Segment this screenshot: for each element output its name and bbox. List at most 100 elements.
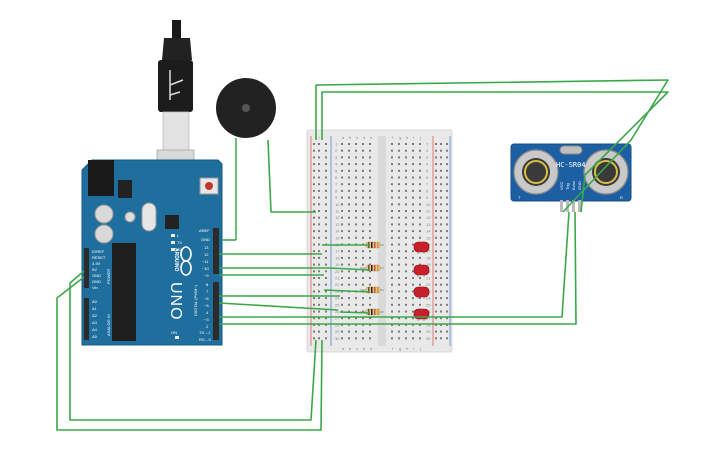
breadboard-hole[interactable]: [435, 156, 437, 159]
breadboard-hole[interactable]: [325, 236, 327, 239]
breadboard-hole[interactable]: [435, 277, 437, 279]
breadboard-hole[interactable]: [435, 290, 437, 293]
breadboard-hole[interactable]: [348, 216, 350, 219]
breadboard-hole[interactable]: [435, 303, 437, 306]
breadboard-hole[interactable]: [398, 250, 400, 253]
breadboard-hole[interactable]: [412, 290, 414, 293]
breadboard-hole[interactable]: [313, 317, 315, 320]
breadboard-hole[interactable]: [325, 189, 327, 192]
breadboard-hole[interactable]: [412, 230, 414, 233]
breadboard-hole[interactable]: [362, 297, 364, 300]
breadboard-hole[interactable]: [318, 210, 320, 212]
breadboard-hole[interactable]: [362, 303, 364, 306]
breadboard-hole[interactable]: [391, 263, 393, 266]
breadboard-hole[interactable]: [391, 250, 393, 253]
breadboard-hole[interactable]: [362, 230, 364, 233]
led[interactable]: [413, 264, 430, 277]
breadboard-hole[interactable]: [435, 297, 437, 300]
breadboard-hole[interactable]: [369, 297, 371, 300]
breadboard-hole[interactable]: [355, 189, 357, 192]
breadboard-hole[interactable]: [313, 176, 315, 179]
breadboard-hole[interactable]: [398, 156, 400, 159]
breadboard-hole[interactable]: [405, 250, 407, 253]
breadboard-hole[interactable]: [391, 156, 393, 159]
breadboard-hole[interactable]: [362, 183, 364, 186]
analog-header[interactable]: [84, 298, 89, 340]
breadboard-hole[interactable]: [412, 163, 414, 166]
breadboard-hole[interactable]: [325, 250, 327, 253]
breadboard-hole[interactable]: [391, 236, 393, 239]
breadboard-hole[interactable]: [313, 196, 315, 199]
breadboard-hole[interactable]: [325, 223, 327, 226]
breadboard-hole[interactable]: [446, 277, 448, 279]
breadboard-hole[interactable]: [318, 189, 320, 192]
breadboard-hole[interactable]: [412, 183, 414, 186]
breadboard-hole[interactable]: [318, 277, 320, 279]
breadboard-hole[interactable]: [325, 310, 327, 313]
breadboard-hole[interactable]: [440, 189, 442, 192]
breadboard-hole[interactable]: [419, 163, 421, 166]
breadboard-hole[interactable]: [412, 223, 414, 226]
breadboard-hole[interactable]: [325, 290, 327, 293]
breadboard-hole[interactable]: [435, 163, 437, 166]
breadboard-hole[interactable]: [355, 323, 357, 326]
breadboard-hole[interactable]: [440, 156, 442, 159]
breadboard-hole[interactable]: [446, 189, 448, 192]
breadboard-hole[interactable]: [369, 210, 371, 212]
breadboard-hole[interactable]: [419, 183, 421, 186]
wires[interactable]: [56, 79, 669, 431]
breadboard-hole[interactable]: [435, 236, 437, 239]
breadboard-hole[interactable]: [355, 203, 357, 206]
breadboard-hole[interactable]: [446, 330, 448, 333]
breadboard-hole[interactable]: [435, 176, 437, 179]
breadboard-hole[interactable]: [318, 143, 320, 145]
breadboard-hole[interactable]: [355, 143, 357, 145]
breadboard-hole[interactable]: [325, 337, 327, 340]
breadboard-hole[interactable]: [398, 223, 400, 226]
breadboard-hole[interactable]: [313, 203, 315, 206]
breadboard-hole[interactable]: [341, 176, 343, 179]
breadboard-hole[interactable]: [446, 310, 448, 313]
breadboard-hole[interactable]: [318, 243, 320, 246]
breadboard-hole[interactable]: [435, 317, 437, 320]
breadboard-hole[interactable]: [362, 223, 364, 226]
breadboard-hole[interactable]: [369, 283, 371, 286]
breadboard-hole[interactable]: [435, 243, 437, 246]
breadboard-hole[interactable]: [446, 156, 448, 159]
breadboard-hole[interactable]: [435, 310, 437, 313]
breadboard-hole[interactable]: [405, 149, 407, 152]
breadboard-hole[interactable]: [391, 310, 393, 313]
breadboard-hole[interactable]: [412, 277, 414, 279]
breadboard-hole[interactable]: [419, 189, 421, 192]
breadboard-hole[interactable]: [440, 196, 442, 199]
breadboard-hole[interactable]: [405, 263, 407, 266]
breadboard-hole[interactable]: [398, 169, 400, 172]
breadboard-hole[interactable]: [362, 323, 364, 326]
breadboard-hole[interactable]: [369, 163, 371, 166]
breadboard-hole[interactable]: [355, 176, 357, 179]
breadboard-hole[interactable]: [435, 203, 437, 206]
breadboard-hole[interactable]: [318, 216, 320, 219]
breadboard-hole[interactable]: [318, 290, 320, 293]
breadboard-hole[interactable]: [446, 243, 448, 246]
breadboard-hole[interactable]: [325, 277, 327, 279]
breadboard-hole[interactable]: [391, 149, 393, 152]
breadboard-hole[interactable]: [348, 143, 350, 145]
breadboard-hole[interactable]: [318, 223, 320, 226]
breadboard-hole[interactable]: [369, 270, 371, 273]
breadboard-hole[interactable]: [325, 297, 327, 300]
breadboard-hole[interactable]: [369, 337, 371, 340]
breadboard-hole[interactable]: [313, 156, 315, 159]
breadboard-hole[interactable]: [341, 189, 343, 192]
breadboard-hole[interactable]: [398, 330, 400, 333]
breadboard-hole[interactable]: [419, 169, 421, 172]
breadboard-hole[interactable]: [440, 163, 442, 166]
breadboard-hole[interactable]: [405, 163, 407, 166]
breadboard-hole[interactable]: [318, 337, 320, 340]
breadboard-hole[interactable]: [412, 263, 414, 266]
breadboard-hole[interactable]: [355, 210, 357, 212]
breadboard-hole[interactable]: [369, 189, 371, 192]
led[interactable]: [413, 286, 430, 299]
breadboard-hole[interactable]: [318, 169, 320, 172]
breadboard-hole[interactable]: [318, 163, 320, 166]
